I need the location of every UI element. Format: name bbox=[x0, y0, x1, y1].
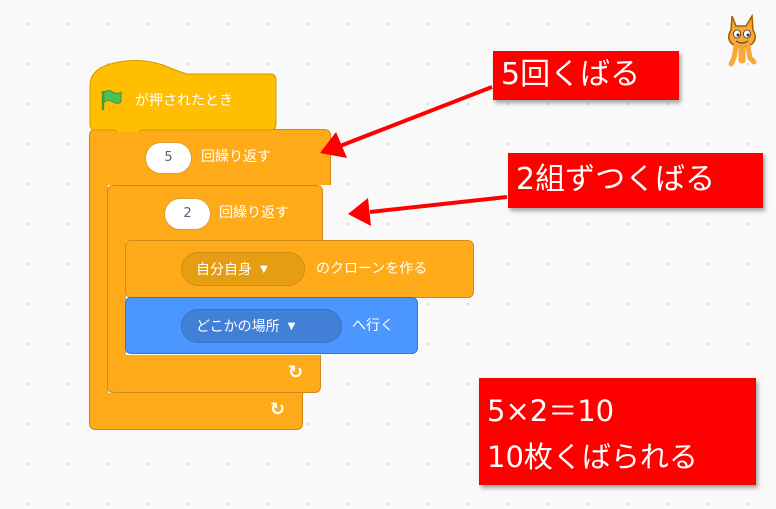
callout-2-sets: 2組ずつくばる bbox=[508, 153, 763, 208]
inner-repeat-label: 回繰り返す bbox=[219, 205, 289, 221]
loop-arrow-icon: ↻ bbox=[270, 399, 286, 420]
callout-2-sets-text: 2組ずつくばる bbox=[516, 162, 716, 197]
arrow-to-outer-repeat bbox=[339, 85, 493, 148]
outer-repeat-label: 回繰り返す bbox=[201, 149, 271, 165]
result-line-2: 10枚くばられる bbox=[487, 440, 698, 474]
outer-repeat-bottom[interactable] bbox=[89, 393, 303, 430]
goto-target-label: どこかの場所 bbox=[196, 319, 280, 335]
loop-arrow-icon: ↻ bbox=[288, 362, 304, 383]
arrow-to-inner-repeat bbox=[369, 195, 508, 214]
inner-repeat-arm bbox=[107, 240, 126, 356]
inner-repeat-top[interactable] bbox=[107, 185, 323, 241]
outer-repeat-count[interactable]: 5 bbox=[145, 142, 192, 174]
result-line-1: 5×2＝10 bbox=[487, 394, 615, 428]
goto-target-dropdown[interactable]: どこかの場所 ▼ bbox=[181, 309, 342, 343]
clone-label: のクローンを作る bbox=[316, 261, 428, 277]
create-clone-block[interactable]: 自分自身 ▼ のクローンを作る bbox=[125, 240, 474, 298]
green-flag-icon bbox=[99, 89, 123, 111]
hat-label: が押されたとき bbox=[135, 93, 233, 109]
arrow-head-inner bbox=[348, 198, 371, 226]
clone-target-dropdown[interactable]: 自分自身 ▼ bbox=[181, 252, 305, 286]
inner-repeat-bottom[interactable] bbox=[107, 355, 321, 393]
result-callout: 5×2＝10 10枚くばられる bbox=[479, 378, 756, 485]
scratch-cat-icon[interactable] bbox=[722, 12, 762, 68]
outer-repeat-top[interactable] bbox=[89, 129, 331, 185]
when-flag-clicked-block[interactable]: が押されたとき bbox=[89, 56, 277, 132]
outer-repeat-arm bbox=[89, 184, 108, 394]
callout-5-times-text: 5回くばる bbox=[501, 57, 641, 92]
callout-5-times: 5回くばる bbox=[493, 51, 679, 100]
go-to-block[interactable]: どこかの場所 ▼ へ行く bbox=[125, 297, 418, 354]
chevron-down-icon: ▼ bbox=[287, 320, 296, 332]
goto-label: へ行く bbox=[352, 318, 394, 334]
inner-repeat-count[interactable]: 2 bbox=[164, 198, 211, 230]
clone-target-label: 自分自身 bbox=[196, 262, 252, 278]
chevron-down-icon: ▼ bbox=[260, 263, 268, 275]
